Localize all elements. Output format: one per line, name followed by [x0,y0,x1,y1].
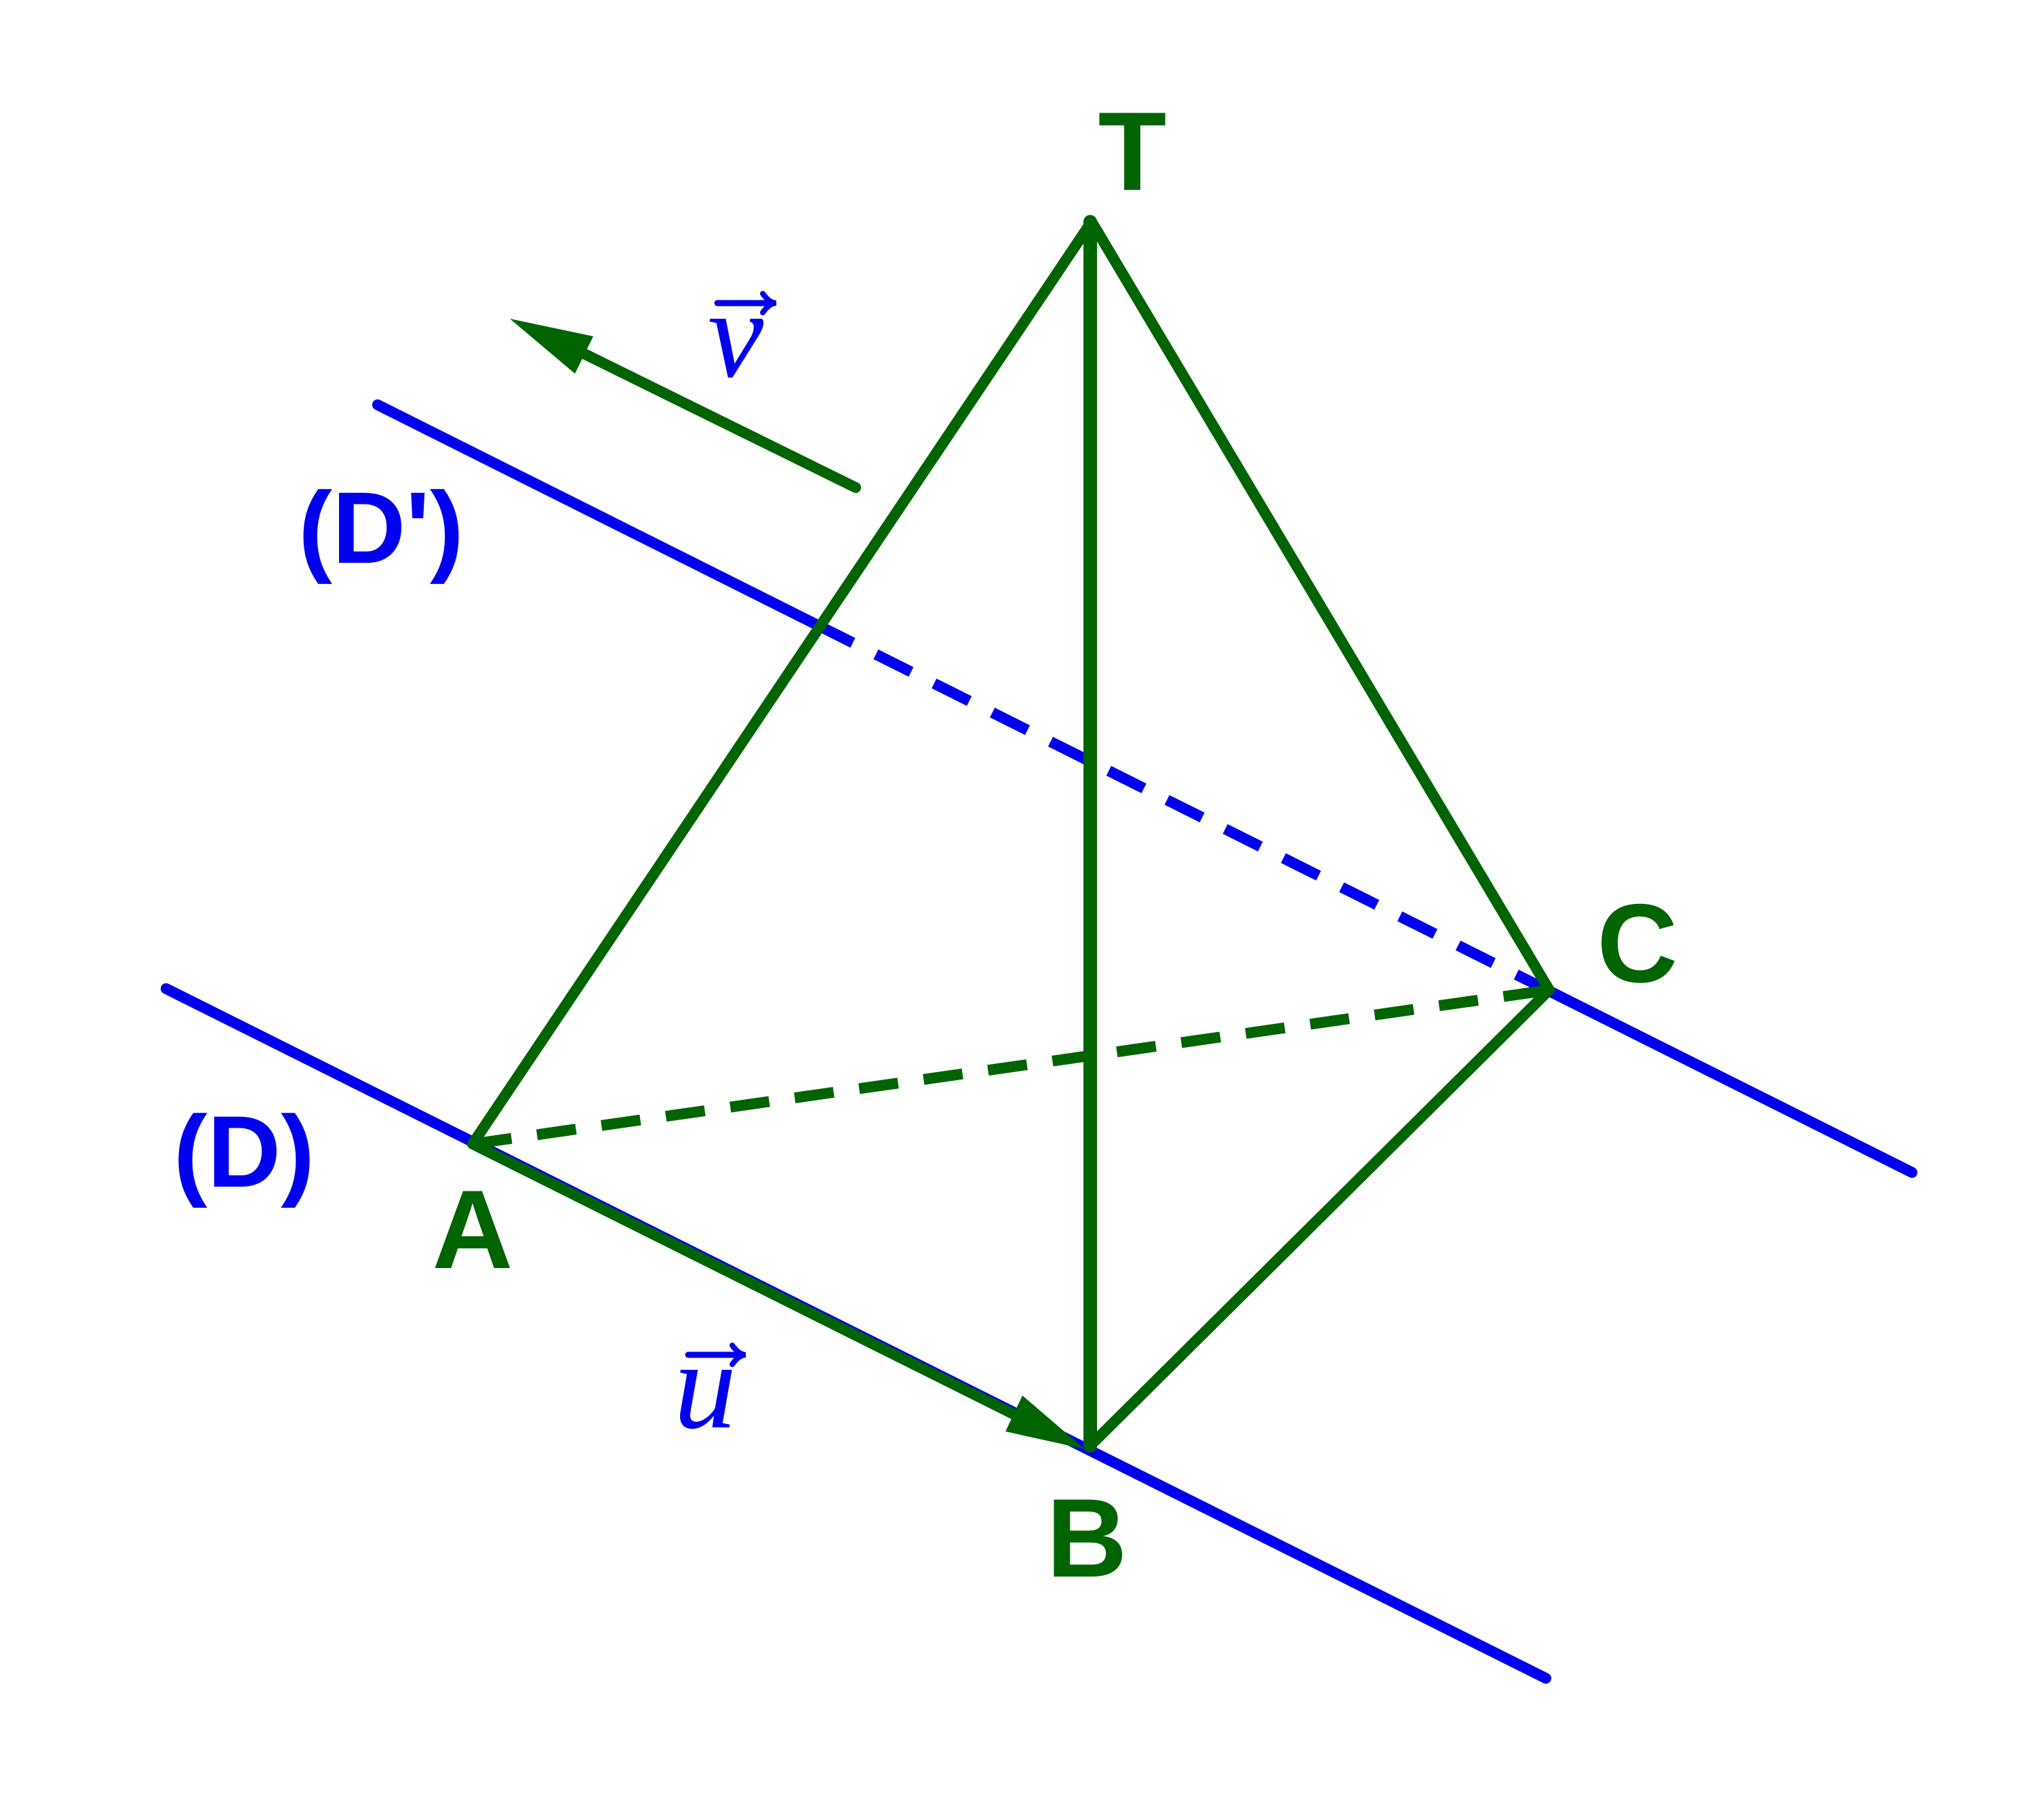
edge-ab [467,1139,1029,1425]
label-point-t: T [1098,89,1167,214]
vector-u-overarrow [685,1343,746,1367]
edge-bc [1085,985,1555,1451]
line-d-prime-dashed [815,620,1549,995]
label-line-d: (D) [174,1094,315,1208]
edge-tc [1086,216,1555,995]
line-d-prime-solid-left [372,399,823,631]
edge-ac-hidden [471,985,1551,1149]
label-point-c: C [1597,881,1677,1006]
vector-v-shaft [571,344,861,493]
label-vector-v: v [708,265,764,404]
label-point-b: B [1046,1476,1127,1600]
vector-v-overarrow [714,291,777,315]
edge-ta [467,216,1097,1149]
label-line-d-prime: (D') [298,471,464,585]
label-point-a: A [432,1167,513,1292]
vector-u-arrowhead [1005,1396,1085,1449]
vector-v-arrowhead [510,319,593,374]
line-d-prime-solid-right [1540,984,1917,1178]
label-vector-u: u [674,1316,737,1455]
